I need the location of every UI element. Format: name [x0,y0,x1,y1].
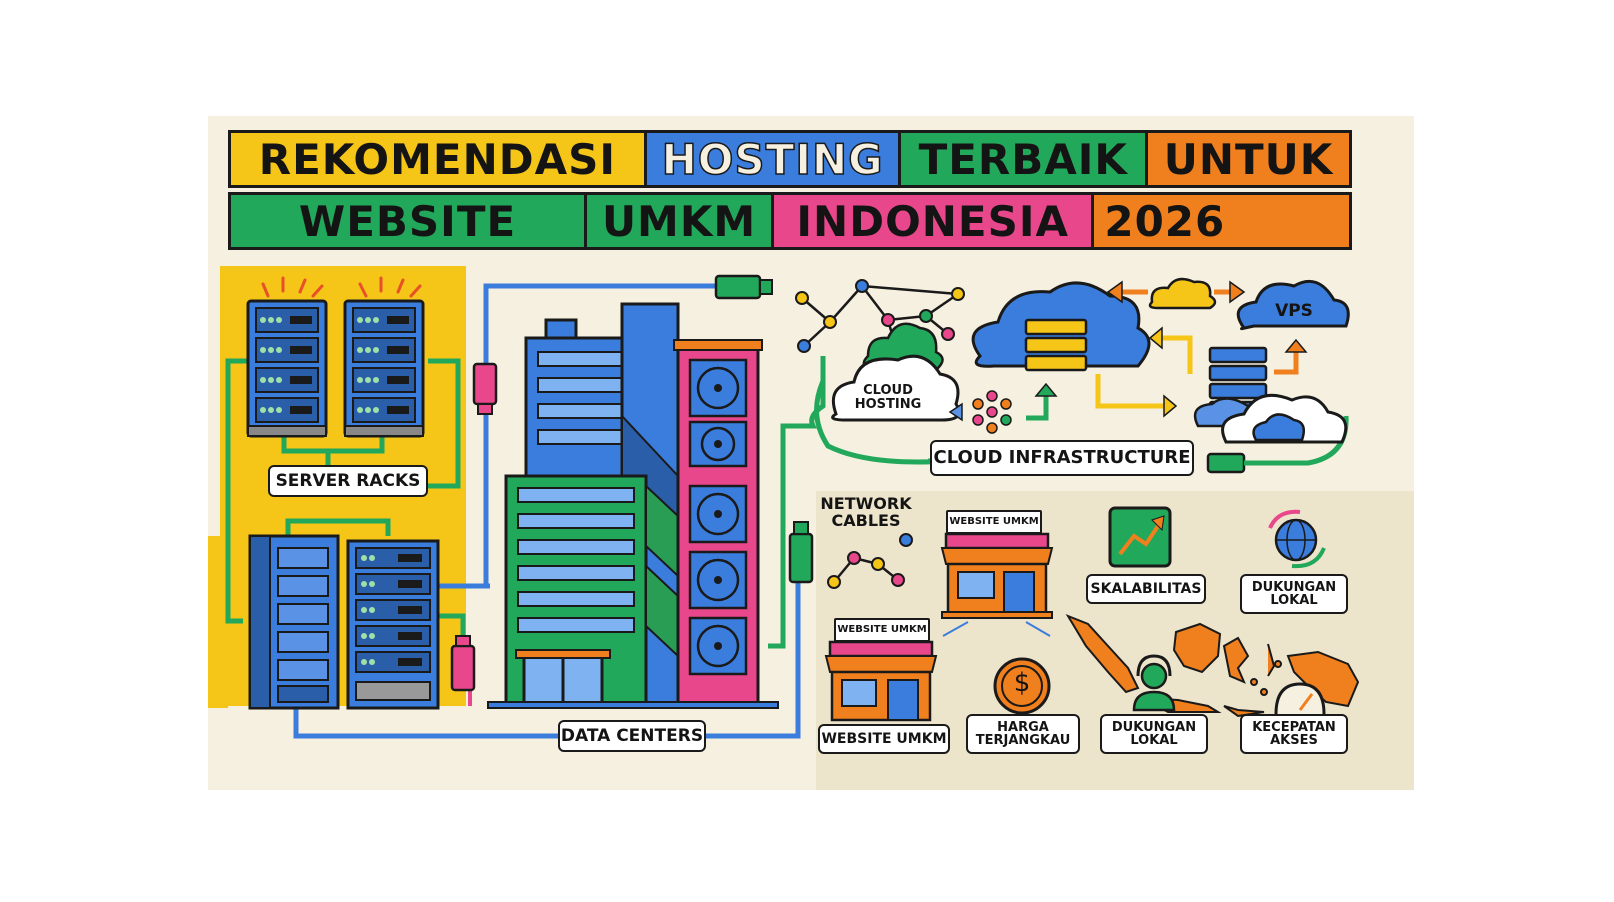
network-graph-icon [827,533,913,589]
label-cloud-hosting-line2: HOSTING [854,396,922,412]
cloud-icon [971,281,1151,372]
cloud-cable [768,356,826,649]
infographic-canvas: REKOMENDASI HOSTING TERBAIK UNTUK WEBSIT… [208,116,1414,790]
storefront-icon [940,532,1054,619]
label-dukungan-lokal-top-line2: LOKAL [1270,593,1318,608]
storefront-icon [824,640,938,722]
rj45-connector-icon [1206,452,1246,474]
rj45-connector-icon [472,362,498,415]
network-graph-icon [972,390,1012,434]
spark-icon [261,276,422,298]
label-network-cables-line2: CABLES [831,510,901,530]
rj45-connector-icon [788,521,814,584]
title-line-1: REKOMENDASI HOSTING TERBAIK UNTUK [228,130,1352,188]
globe-icon [1268,509,1326,569]
label-network-cables: NETWORK CABLES [814,494,918,530]
label-harga-terjangkau: HARGA TERJANGKAU [966,714,1080,754]
building-icon [487,302,779,709]
title-word-indonesia: INDONESIA [774,195,1095,247]
label-skalabilitas: SKALABILITAS [1086,574,1206,604]
label-cloud-hosting: CLOUD HOSTING [836,384,940,411]
cloud-icon [831,322,961,422]
cloud-icon [1106,277,1246,310]
title-word-website: WEBSITE [231,195,588,247]
server-rack-icon [246,299,328,438]
arrow-icons [1026,335,1299,421]
label-dukungan-lokal-bottom: DUKUNGAN LOKAL [1100,714,1208,754]
cloud-icon [1193,393,1348,444]
label-dukungan-lokal-bottom-line1: DUKUNGAN [1111,720,1197,735]
label-cloud-infrastructure: CLOUD INFRASTRUCTURE [930,440,1194,476]
dollar-coin-icon [993,657,1051,715]
label-network-cables-line1: NETWORK [820,494,912,513]
speedometer-icon [1274,682,1326,715]
dollar-symbol: $ [1013,668,1031,698]
title-word-rekomendasi: REKOMENDASI [231,133,647,185]
server-rack-icon [343,299,425,438]
label-kecepatan-akses: KECEPATAN AKSES [1240,714,1348,754]
label-dukungan-lokal-top: DUKUNGAN LOKAL [1240,574,1348,614]
title-word-hosting: HOSTING [646,133,902,185]
title-word-terbaik: TERBAIK [901,133,1149,185]
cloud-icon [1236,279,1350,331]
title-line-2: WEBSITE UMKM INDONESIA 2026 [228,192,1352,250]
title-word-untuk: UNTUK [1148,133,1349,185]
server-rack-icon [346,539,440,710]
label-cloud-hosting-line1: CLOUD [863,383,913,398]
label-dukungan-lokal-top-line1: DUKUNGAN [1251,580,1337,595]
title-word-umkm: UMKM [587,195,775,247]
rj45-connector-icon [714,274,773,300]
server-cables [225,358,466,641]
label-vps: VPS [1275,301,1313,321]
label-harga-terjangkau-line2: TERJANGKAU [975,733,1071,748]
label-dukungan-lokal-bottom-line2: LOKAL [1130,733,1178,748]
chart-up-icon [1108,506,1172,568]
label-website-umkm: WEBSITE UMKM [818,724,950,754]
rj45-connector-icon [450,635,476,692]
label-kecepatan-akses-line2: AKSES [1270,733,1318,748]
label-server-racks: SERVER RACKS [268,465,428,497]
illustration-layer [208,266,1414,790]
label-kecepatan-akses-line1: KECEPATAN [1252,720,1336,735]
store-sign-top: WEBSITE UMKM [946,510,1042,534]
title-word-2026: 2026 [1094,195,1350,247]
server-rack-icon [248,534,340,710]
headset-icon [1132,654,1176,712]
network-graph-icon [795,279,965,353]
store-sign-left: WEBSITE UMKM [834,618,930,642]
label-data-centers: DATA CENTERS [558,720,706,752]
label-harga-terjangkau-line1: HARGA [997,720,1049,735]
